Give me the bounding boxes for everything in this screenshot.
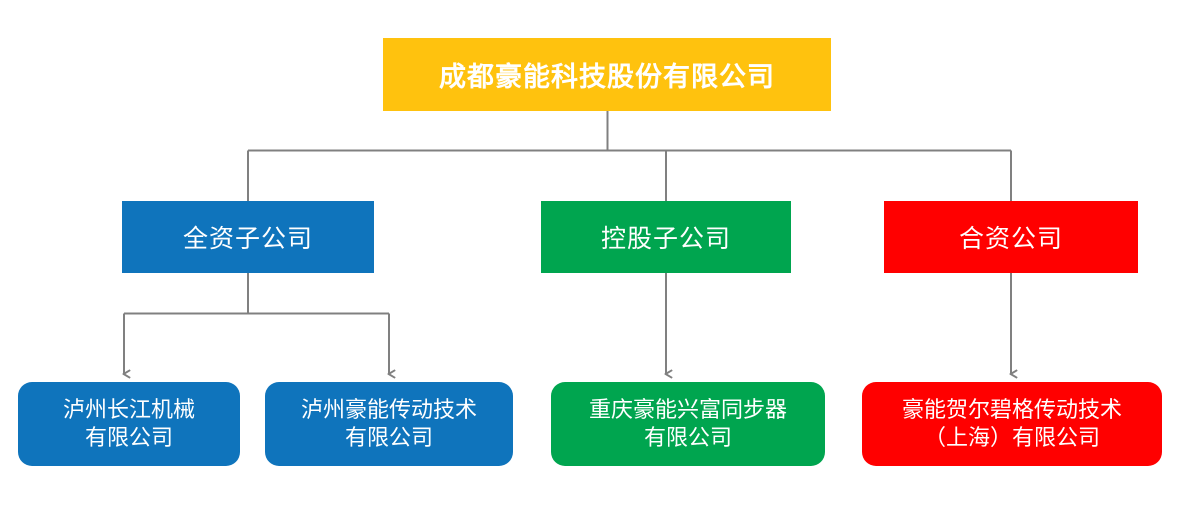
node-category-wholly-owned[interactable]: 全资子公司	[122, 201, 374, 273]
node-root-company-label: 成都豪能科技股份有限公司	[439, 62, 775, 92]
node-category-holding[interactable]: 控股子公司	[541, 201, 791, 273]
node-subsidiary-luzhou-haoneng-transmission[interactable]: 泸州豪能传动技术 有限公司	[265, 382, 513, 466]
node-subsidiary-luzhou-changjiang[interactable]: 泸州长江机械 有限公司	[18, 382, 240, 466]
node-subsidiary-haoneng-hoerbiger[interactable]: 豪能贺尔碧格传动技术 （上海）有限公司	[862, 382, 1162, 466]
node-subsidiary-chongqing-xingfu[interactable]: 重庆豪能兴富同步器 有限公司	[551, 382, 825, 466]
node-subsidiary-luzhou-haoneng-transmission-label: 泸州豪能传动技术 有限公司	[300, 397, 477, 450]
node-category-joint-venture-label: 合资公司	[958, 225, 1063, 253]
node-subsidiary-haoneng-hoerbiger-label: 豪能贺尔碧格传动技术 （上海）有限公司	[901, 397, 1122, 450]
node-category-joint-venture[interactable]: 合资公司	[884, 201, 1138, 273]
node-root-company[interactable]: 成都豪能科技股份有限公司	[383, 38, 831, 111]
node-subsidiary-chongqing-xingfu-label: 重庆豪能兴富同步器 有限公司	[588, 397, 787, 450]
node-subsidiary-luzhou-changjiang-label: 泸州长江机械 有限公司	[62, 397, 195, 450]
node-category-holding-label: 控股子公司	[600, 225, 731, 253]
node-category-wholly-owned-label: 全资子公司	[182, 225, 313, 253]
